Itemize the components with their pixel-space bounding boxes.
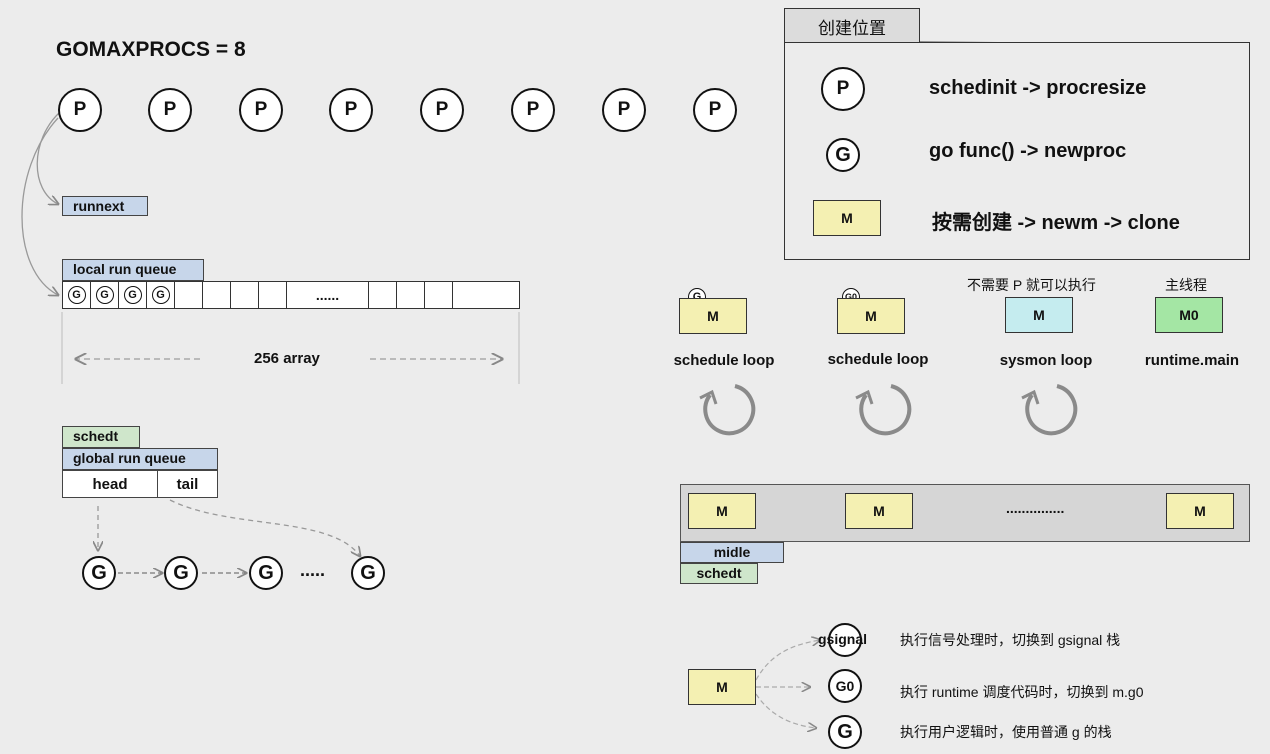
head-field: head	[63, 471, 158, 497]
global-ellipsis: .....	[300, 560, 326, 580]
array-size-label: 256 array	[254, 350, 320, 367]
global-g-4: G	[351, 556, 385, 590]
goroutine-g: G	[67, 286, 86, 304]
gomaxprocs-title: GOMAXPROCS = 8	[56, 38, 246, 61]
legend-tab: 创建位置	[784, 8, 920, 44]
loop-name-2: schedule loop	[827, 351, 929, 368]
local-run-queue-label: local run queue	[62, 259, 204, 281]
queue-cell	[203, 282, 231, 308]
goroutine-g: G	[95, 286, 114, 304]
loop-name-4: runtime.main	[1144, 352, 1240, 369]
g-desc: 执行用户逻辑时，使用普通 g 的栈	[900, 724, 1112, 740]
legend-m-icon: M	[813, 200, 881, 236]
loop-m0: M0	[1155, 297, 1223, 333]
queue-cell: G	[147, 282, 175, 308]
processor-p-6: P	[511, 88, 555, 132]
queue-cell	[231, 282, 259, 308]
tail-field: tail	[176, 475, 199, 493]
g0-desc: 执行 runtime 调度代码时，切换到 m.g0	[900, 684, 1144, 700]
m-stack-owner: M	[688, 669, 756, 705]
local-run-queue: G G G G ......	[62, 281, 520, 309]
processor-p-8: P	[693, 88, 737, 132]
loop-m-1: M	[679, 298, 747, 334]
g0-circle: G0	[828, 669, 862, 703]
global-g-2: G	[164, 556, 198, 590]
sysmon-note: 不需要 P 就可以执行	[967, 277, 1096, 293]
processor-p-3: P	[239, 88, 283, 132]
main-thread-note: 主线程	[1165, 277, 1207, 293]
p-to-runnext-arrow	[36, 111, 60, 204]
loop-name-1: schedule loop	[673, 352, 775, 369]
goroutine-g: G	[151, 286, 170, 304]
midle-label: midle	[680, 542, 784, 563]
queue-cell	[369, 282, 397, 308]
loop-name-3: sysmon loop	[999, 352, 1093, 369]
tail-arrow	[169, 499, 360, 556]
loop-m-3: M	[1005, 297, 1073, 333]
queue-cell	[175, 282, 203, 308]
idle-m-ellipsis: ...............	[1006, 500, 1065, 516]
gsignal-label: gsignal	[818, 631, 868, 647]
idle-m-list	[680, 484, 1250, 542]
runnext-label: runnext	[62, 196, 148, 216]
queue-cell: G	[119, 282, 147, 308]
g-circle: G	[828, 715, 862, 749]
global-run-queue-label: global run queue	[62, 448, 218, 470]
processor-p-7: P	[602, 88, 646, 132]
gsignal-desc: 执行信号处理时，切换到 gsignal 栈	[900, 632, 1121, 648]
idle-m-3: M	[1166, 493, 1234, 529]
global-schedt-label: schedt	[62, 426, 140, 448]
gsignal-circle	[828, 623, 862, 657]
idle-m-2: M	[845, 493, 913, 529]
queue-cell	[453, 282, 481, 308]
p-to-local-queue-arrow	[21, 117, 58, 295]
processor-p-1: P	[58, 88, 102, 132]
queue-cell	[259, 282, 287, 308]
queue-cell: ......	[287, 282, 369, 308]
queue-cell: G	[63, 282, 91, 308]
queue-cell	[425, 282, 453, 308]
mlist-schedt-label: schedt	[680, 563, 758, 584]
legend-p-text: schedinit -> procresize	[929, 77, 1147, 99]
global-g-3: G	[249, 556, 283, 590]
queue-cell	[397, 282, 425, 308]
processor-p-5: P	[420, 88, 464, 132]
processor-p-4: P	[329, 88, 373, 132]
goroutine-g: G	[123, 286, 142, 304]
legend-g-text: go func() -> newproc	[929, 140, 1127, 162]
legend-p-icon: P	[821, 67, 865, 111]
legend-m-text: 按需创建 -> newm -> clone	[932, 212, 1180, 234]
global-g-1: G	[82, 556, 116, 590]
queue-cell: G	[91, 282, 119, 308]
idle-m-1: M	[688, 493, 756, 529]
loop-m-2: M	[837, 298, 905, 334]
head-tail-box: head tail	[62, 470, 218, 498]
loop-icons	[699, 384, 1078, 436]
processor-p-2: P	[148, 88, 192, 132]
legend-g-icon: G	[826, 138, 860, 172]
